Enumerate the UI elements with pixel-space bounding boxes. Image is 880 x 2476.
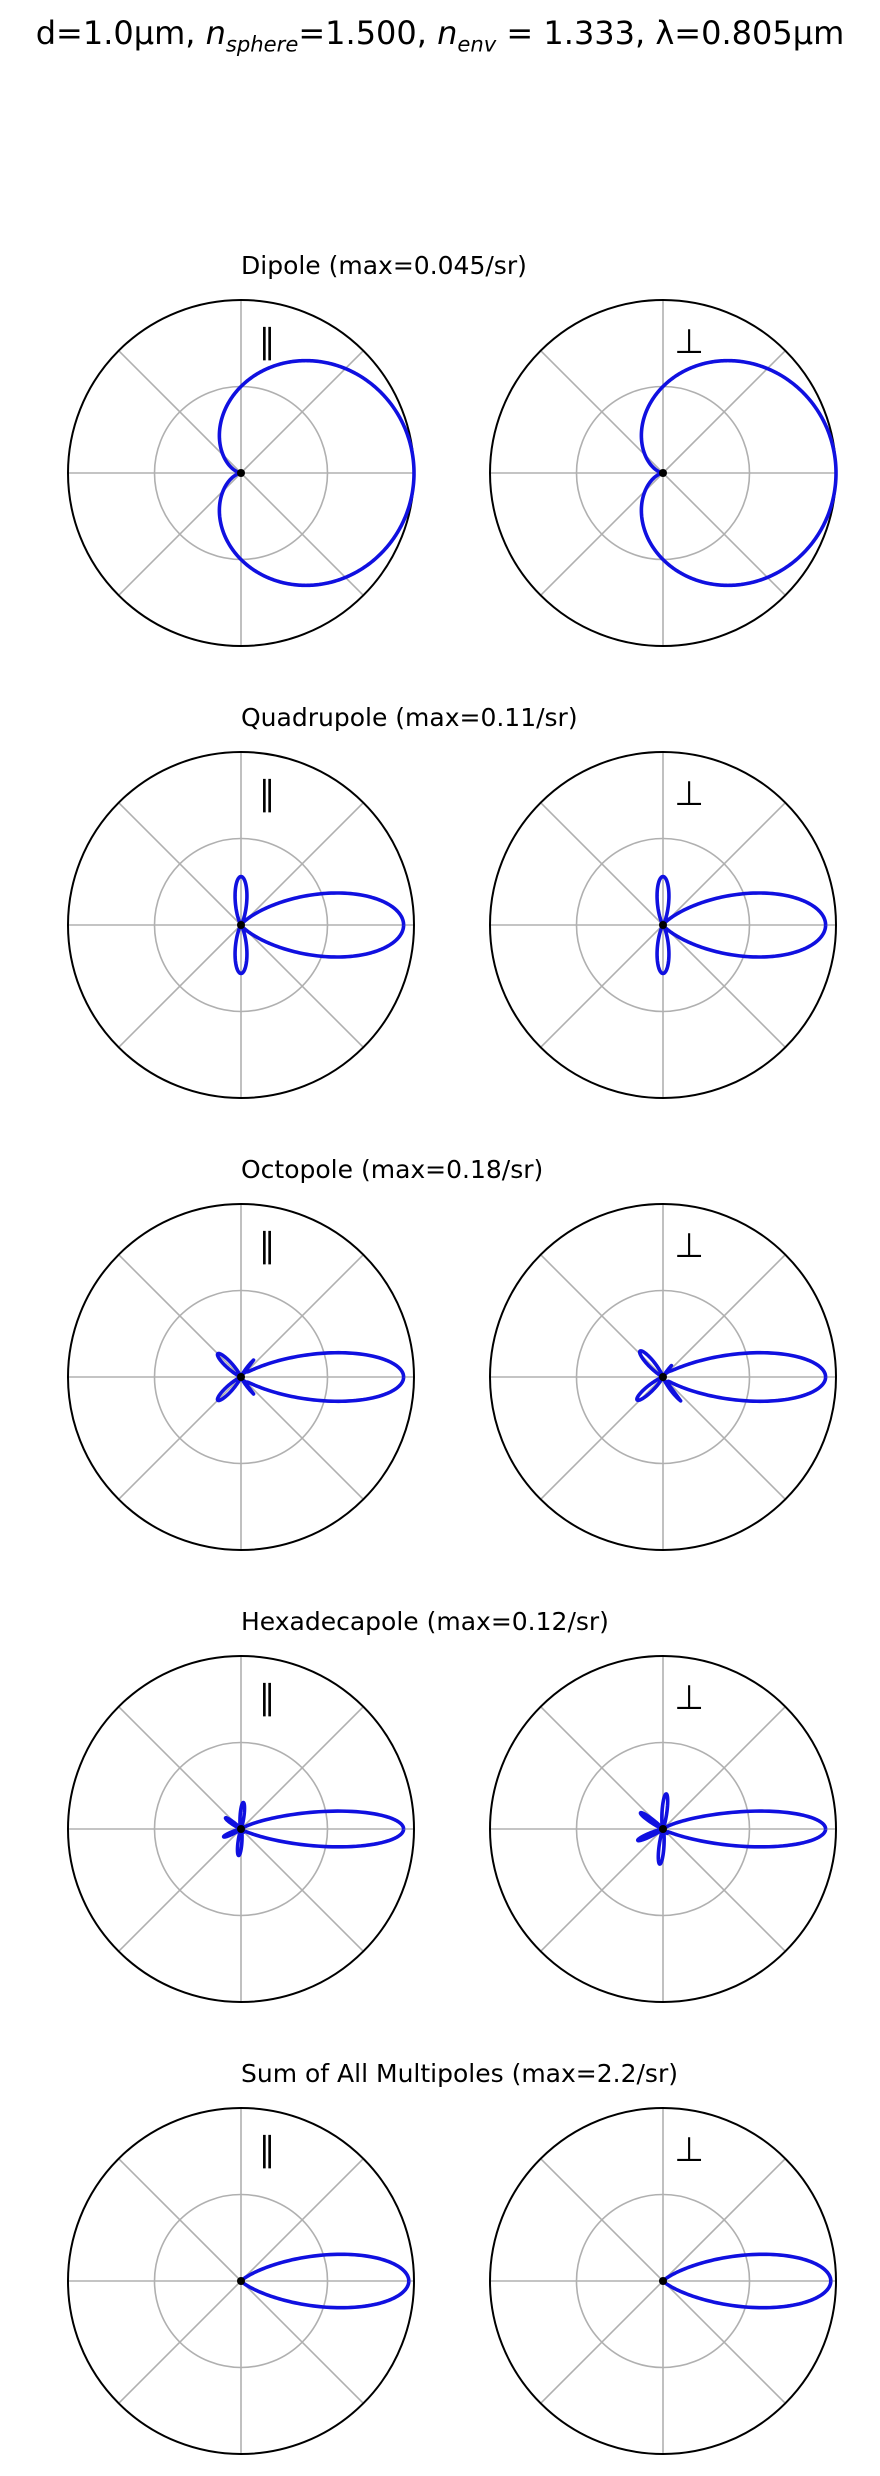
origin-dot	[237, 1825, 245, 1833]
origin-dot	[659, 921, 667, 929]
outer-frame-circle	[489, 751, 837, 1099]
outer-frame-circle	[489, 2107, 837, 2455]
origin-dot	[659, 1373, 667, 1381]
title-n-sphere-subscript: sphere	[225, 31, 299, 57]
origin-dot	[659, 1825, 667, 1833]
title-n-env-value: = 1.333,	[496, 14, 656, 52]
origin-dot	[659, 469, 667, 477]
polarization-label: ⊥	[674, 1226, 704, 1266]
plot-row-3: Octopole (max=0.18/sr) ∥ ⊥	[67, 1155, 837, 1551]
title-n-sphere-value: =1.500,	[298, 14, 438, 52]
row-title: Quadrupole (max=0.11/sr)	[241, 703, 578, 732]
grid-ring	[575, 1289, 751, 1465]
plot-row-2: Quadrupole (max=0.11/sr) ∥ ⊥	[67, 703, 837, 1099]
plot-row-5: Sum of All Multipoles (max=2.2/sr) ∥ ⊥	[67, 2059, 837, 2455]
row-title: Sum of All Multipoles (max=2.2/sr)	[241, 2059, 678, 2088]
polarization-label: ⊥	[674, 1678, 704, 1718]
outer-frame-circle	[67, 2107, 415, 2455]
polarization-label: ∥	[259, 2130, 276, 2170]
grid-ring	[575, 2193, 751, 2369]
row-title: Hexadecapole (max=0.12/sr)	[241, 1607, 609, 1636]
figure-title: d=1.0μm, nsphere=1.500, nenv = 1.333, λ=…	[0, 14, 880, 56]
polarization-label: ∥	[259, 1226, 276, 1266]
origin-dot	[237, 2277, 245, 2285]
polar-panel-parallel: ∥	[67, 1655, 415, 2003]
title-n-sphere-symbol: n	[205, 14, 226, 52]
title-n-env-subscript: env	[457, 31, 497, 57]
grid-ring	[575, 837, 751, 1013]
origin-dot	[237, 1373, 245, 1381]
polar-panel-perpendicular: ⊥	[489, 1655, 837, 2003]
grid-ring	[575, 1741, 751, 1917]
title-wavelength: λ=0.805μm	[655, 14, 845, 52]
polarization-label: ∥	[259, 1678, 276, 1718]
outer-frame-circle	[489, 1655, 837, 2003]
origin-dot	[237, 469, 245, 477]
outer-frame-circle	[489, 1203, 837, 1551]
title-n-env-symbol: n	[437, 14, 458, 52]
polar-panel-parallel: ∥	[67, 1203, 415, 1551]
grid-ring	[153, 1741, 329, 1917]
plot-row-1: Dipole (max=0.045/sr) ∥ ⊥	[67, 251, 838, 647]
polarization-label: ∥	[259, 322, 276, 362]
polar-panel-perpendicular: ⊥	[489, 751, 837, 1099]
polar-panel-parallel: ∥	[67, 299, 416, 647]
grid-ring	[153, 1289, 329, 1465]
polarization-label: ⊥	[674, 2130, 704, 2170]
outer-frame-circle	[67, 751, 415, 1099]
origin-dot	[659, 2277, 667, 2285]
row-title: Dipole (max=0.045/sr)	[241, 251, 527, 280]
polarization-label: ⊥	[674, 774, 704, 814]
grid-ring	[153, 837, 329, 1013]
plot-row-4: Hexadecapole (max=0.12/sr) ∥ ⊥	[67, 1607, 837, 2003]
polar-panel-parallel: ∥	[67, 751, 415, 1099]
origin-dot	[237, 921, 245, 929]
polar-panel-perpendicular: ⊥	[489, 1203, 837, 1551]
polarization-label: ∥	[259, 774, 276, 814]
title-diameter: d=1.0μm,	[35, 14, 206, 52]
polar-panel-perpendicular: ⊥	[489, 2107, 837, 2455]
polarization-label: ⊥	[674, 322, 704, 362]
polar-panel-parallel: ∥	[67, 2107, 415, 2455]
polar-panel-perpendicular: ⊥	[489, 299, 838, 647]
grid-ring	[153, 2193, 329, 2369]
outer-frame-circle	[67, 1655, 415, 2003]
outer-frame-circle	[67, 1203, 415, 1551]
row-title: Octopole (max=0.18/sr)	[241, 1155, 543, 1184]
